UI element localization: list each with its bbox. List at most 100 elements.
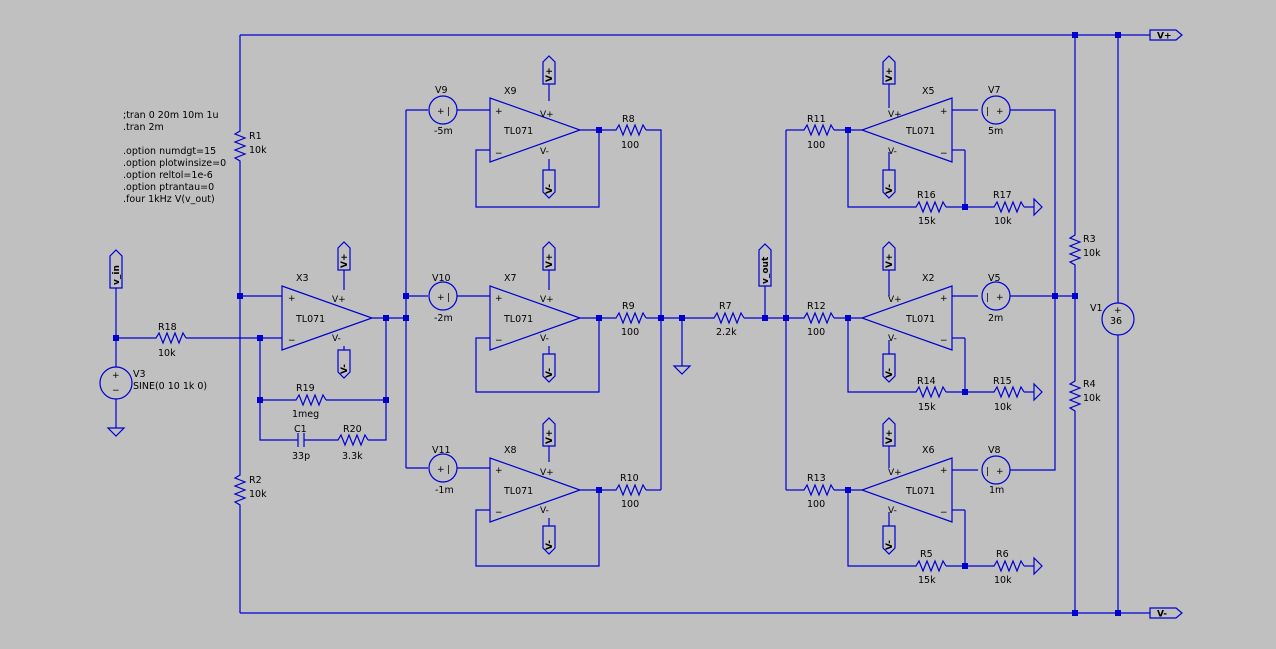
rail-tag-vminus: V- bbox=[882, 340, 896, 383]
net-label-v-in-text: v_in bbox=[112, 265, 122, 285]
resistor-R4[interactable]: R4 10k bbox=[1068, 378, 1101, 416]
rail-label-vplus: V+ bbox=[1157, 32, 1172, 42]
resistor-R13-name: R13 bbox=[807, 473, 826, 484]
svg-text:V+: V+ bbox=[540, 295, 554, 305]
resistor-R1-name: R1 bbox=[249, 131, 262, 142]
source-V5[interactable]: | + V5 2m bbox=[981, 273, 1011, 324]
opamp-X5[interactable]: V+ V- + − X5 TL071 bbox=[860, 86, 953, 163]
net-label-v-in[interactable]: v_in bbox=[109, 249, 123, 289]
capacitor-C1-value: 33p bbox=[292, 451, 310, 462]
resistor-R11[interactable]: R11 100 bbox=[800, 114, 835, 151]
directive-line: .four 1kHz V(v_out) bbox=[123, 194, 215, 205]
source-V1-value: 36 bbox=[1110, 316, 1122, 327]
source-V7[interactable]: | + V7 5m bbox=[981, 85, 1011, 137]
opamp-X9-name: X9 bbox=[504, 86, 517, 97]
resistor-R7-name: R7 bbox=[719, 301, 732, 312]
resistor-R3-value: 10k bbox=[1083, 248, 1101, 259]
resistor-R13[interactable]: R13 100 bbox=[800, 473, 835, 510]
svg-text:V+: V+ bbox=[545, 67, 555, 82]
resistor-R8-name: R8 bbox=[622, 114, 635, 125]
resistor-R14[interactable]: R14 15k bbox=[912, 376, 947, 413]
capacitor-C1[interactable]: C1 33p bbox=[286, 424, 334, 462]
resistor-R19[interactable]: R19 1meg bbox=[292, 383, 327, 420]
opamp-X9[interactable]: + − V+ V- X9 TL071 bbox=[489, 86, 582, 163]
svg-text:+: + bbox=[940, 294, 948, 304]
svg-text:V+: V+ bbox=[888, 295, 902, 305]
source-V8[interactable]: | + V8 1m bbox=[981, 445, 1011, 496]
svg-text:V-: V- bbox=[545, 368, 555, 378]
source-V10[interactable]: + | V10 -2m bbox=[428, 273, 458, 324]
resistor-R2-value: 10k bbox=[249, 489, 267, 500]
svg-text:V-: V- bbox=[888, 147, 897, 157]
svg-text:V+: V+ bbox=[885, 253, 895, 268]
svg-text:−: − bbox=[940, 508, 948, 518]
net-label-v-out[interactable]: v_out bbox=[758, 243, 772, 287]
opamp-X6-model: TL071 bbox=[905, 486, 935, 497]
svg-text:−: − bbox=[495, 149, 503, 159]
svg-text:+: + bbox=[437, 107, 445, 117]
opamp-X6[interactable]: V+ V- + − X6 TL071 bbox=[860, 445, 953, 523]
resistor-R7[interactable]: R7 2.2k bbox=[710, 301, 745, 338]
source-V3[interactable]: + − V3 SINE(0 10 1k 0) bbox=[99, 366, 207, 400]
resistor-R15-name: R15 bbox=[993, 376, 1012, 387]
resistor-R16[interactable]: R16 15k bbox=[912, 190, 947, 227]
svg-text:|: | bbox=[986, 467, 989, 477]
opamp-X7-name: X7 bbox=[504, 273, 517, 284]
svg-text:−: − bbox=[495, 508, 503, 518]
svg-text:V-: V- bbox=[545, 540, 555, 550]
source-V9[interactable]: + | V9 -5m bbox=[428, 85, 458, 137]
resistor-R18[interactable]: R18 10k bbox=[152, 322, 187, 359]
resistor-R17[interactable]: R17 10k bbox=[990, 190, 1025, 227]
resistor-R17-name: R17 bbox=[993, 190, 1012, 201]
svg-text:−: − bbox=[288, 336, 296, 346]
svg-text:V-: V- bbox=[545, 184, 555, 194]
opamp-X8[interactable]: + − V+ V- X8 TL071 bbox=[489, 445, 582, 523]
resistor-R11-value: 100 bbox=[807, 140, 825, 151]
rail-tag-vplus: V+ bbox=[882, 241, 896, 296]
rail-tag-vplus: V+ bbox=[882, 55, 896, 108]
resistor-R10[interactable]: R10 100 bbox=[612, 473, 647, 510]
svg-text:−: − bbox=[940, 336, 948, 346]
resistor-R15[interactable]: R15 10k bbox=[990, 376, 1025, 413]
opamp-X8-name: X8 bbox=[504, 445, 517, 456]
opamp-X7[interactable]: + − V+ V- X7 TL071 bbox=[489, 273, 582, 351]
svg-text:V+: V+ bbox=[888, 468, 902, 478]
svg-text:+: + bbox=[495, 466, 503, 476]
resistor-R6[interactable]: R6 10k bbox=[990, 549, 1025, 586]
rail-tag-vminus: V- bbox=[882, 152, 896, 199]
rail-flag-vminus: V- bbox=[1149, 607, 1183, 620]
opamp-X7-model: TL071 bbox=[503, 314, 533, 325]
svg-text:V+: V+ bbox=[545, 429, 555, 444]
svg-text:+: + bbox=[495, 107, 503, 117]
resistor-R12[interactable]: R12 100 bbox=[800, 301, 835, 338]
rail-tag-vplus: V+ bbox=[882, 417, 896, 468]
resistor-R5-name: R5 bbox=[920, 549, 933, 560]
resistor-R5[interactable]: R5 15k bbox=[912, 549, 947, 586]
resistor-R12-name: R12 bbox=[807, 301, 826, 312]
source-V11[interactable]: + | V11 -1m bbox=[428, 445, 458, 496]
svg-text:+: + bbox=[437, 293, 445, 303]
spice-directives[interactable]: ;tran 0 20m 10m 1u .tran 2m .option numd… bbox=[123, 110, 226, 205]
source-V9-name: V9 bbox=[435, 85, 448, 96]
resistor-R18-name: R18 bbox=[158, 322, 177, 333]
source-V3-name: V3 bbox=[133, 369, 146, 380]
source-V1[interactable]: + 36 V1 bbox=[1090, 302, 1135, 336]
rail-tag-vplus: V+ bbox=[542, 241, 556, 290]
resistor-R6-name: R6 bbox=[996, 549, 1009, 560]
opamp-X8-model: TL071 bbox=[503, 486, 533, 497]
resistor-R9[interactable]: R9 100 bbox=[612, 301, 647, 338]
resistor-R2[interactable]: R2 10k bbox=[233, 472, 267, 510]
svg-text:V-: V- bbox=[540, 334, 549, 344]
resistor-R20[interactable]: R20 3.3k bbox=[334, 424, 369, 462]
resistor-R19-value: 1meg bbox=[292, 409, 319, 420]
resistor-R8[interactable]: R8 100 bbox=[612, 114, 647, 151]
opamp-X3-model: TL071 bbox=[295, 314, 325, 325]
rail-tag-vminus: V- bbox=[337, 349, 351, 379]
resistor-R17-value: 10k bbox=[994, 216, 1012, 227]
opamp-X3[interactable]: + − V+ V- X3 TL071 bbox=[281, 273, 374, 351]
resistor-R1[interactable]: R1 10k bbox=[233, 128, 267, 166]
opamp-X2[interactable]: V+ V- + − X2 TL071 bbox=[860, 273, 953, 351]
resistor-R3[interactable]: R3 10k bbox=[1068, 232, 1101, 270]
source-V9-value: -5m bbox=[434, 126, 453, 137]
